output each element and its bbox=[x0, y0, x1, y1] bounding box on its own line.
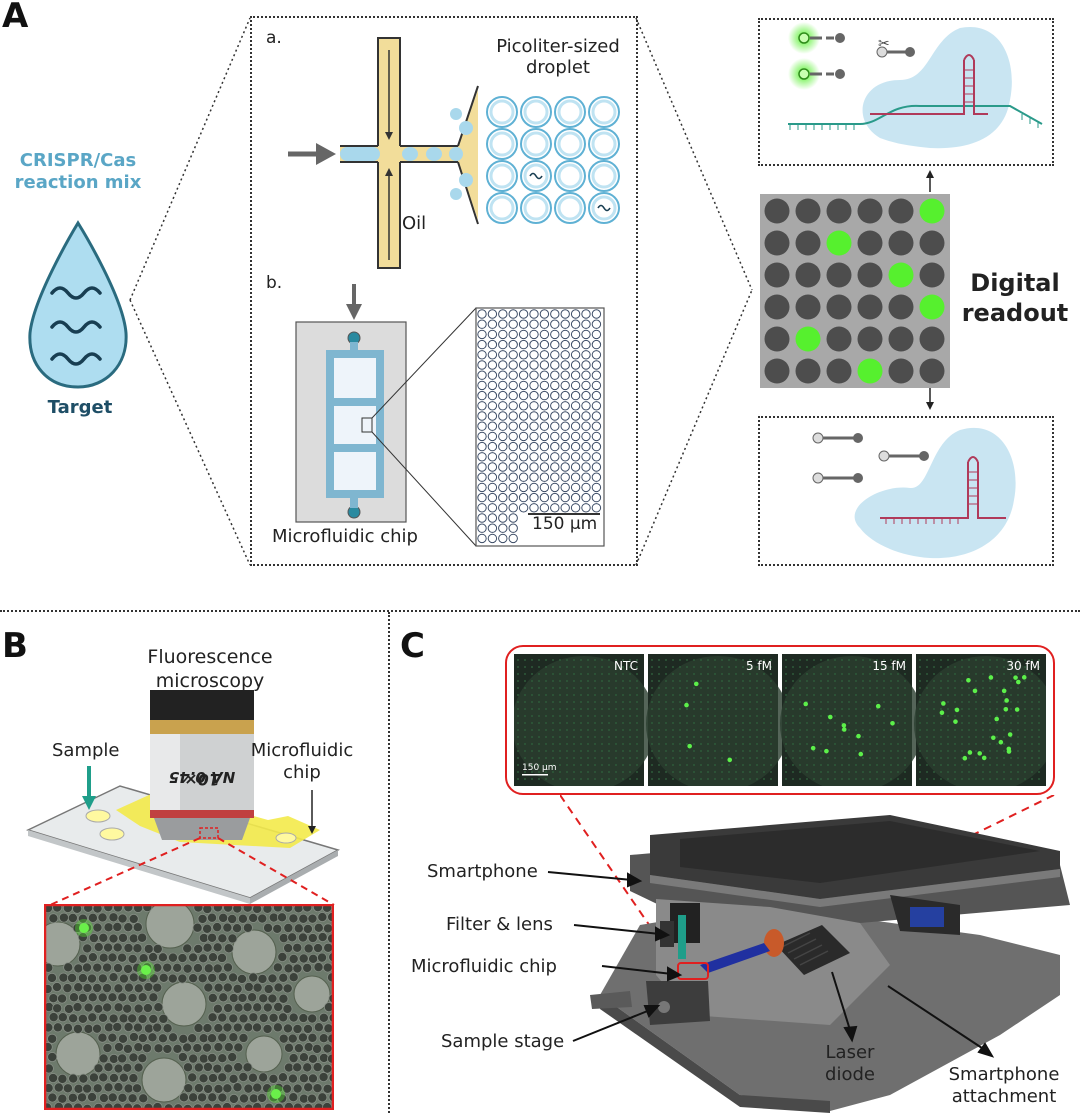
cas-inactive-illustration bbox=[812, 427, 1016, 559]
negative-droplet bbox=[795, 358, 821, 384]
scale-bar bbox=[528, 513, 600, 515]
positive-droplet bbox=[919, 198, 945, 224]
negative-droplet bbox=[888, 294, 914, 320]
panel-c-letter: C bbox=[400, 626, 425, 666]
sample-label: Sample bbox=[52, 740, 120, 761]
microfluidic-chip-label-b: Microfluidic chip bbox=[250, 740, 354, 783]
callout-filter-lens: Filter & lens bbox=[446, 914, 553, 935]
callout-microfluidic-chip: Microfluidic chip bbox=[411, 956, 557, 977]
svg-text:✂: ✂ bbox=[878, 36, 890, 52]
fluorescence-images: NTC 5 fM 15 fM 30 fM 150 µm bbox=[514, 654, 1046, 786]
negative-droplet bbox=[826, 326, 852, 352]
sub-label-b: b. bbox=[266, 273, 283, 293]
scale-bar-label: 150 µm bbox=[528, 514, 602, 534]
positive-droplet bbox=[888, 262, 914, 288]
negative-droplet bbox=[919, 262, 945, 288]
negative-droplet bbox=[764, 358, 790, 384]
negative-droplet bbox=[795, 262, 821, 288]
cleavage-box bbox=[758, 18, 1054, 166]
negative-droplet bbox=[826, 198, 852, 224]
reaction-mix-label: CRISPR/Cas reaction mix bbox=[14, 150, 142, 193]
fluorescence-label: NTC bbox=[614, 659, 638, 673]
negative-droplet bbox=[857, 198, 883, 224]
droplet-generator bbox=[288, 37, 620, 269]
horizontal-separator bbox=[0, 610, 1080, 612]
negative-droplet bbox=[857, 326, 883, 352]
negative-droplet bbox=[764, 230, 790, 256]
microscope-setup: 10× NA 0.45 bbox=[25, 690, 340, 905]
negative-droplet bbox=[888, 230, 914, 256]
negative-droplet bbox=[764, 326, 790, 352]
positive-droplet bbox=[857, 358, 883, 384]
panel-b-letter: B bbox=[2, 626, 28, 666]
negative-droplet bbox=[795, 294, 821, 320]
smartphone-device bbox=[560, 795, 1070, 1113]
readout-arrows bbox=[926, 170, 934, 410]
fluorescence-label: 5 fM bbox=[746, 659, 772, 673]
negative-droplet bbox=[888, 358, 914, 384]
negative-droplet bbox=[919, 326, 945, 352]
positive-droplet bbox=[795, 326, 821, 352]
target-droplet bbox=[28, 220, 128, 389]
negative-droplet bbox=[888, 198, 914, 224]
fluorescence-label: 30 fM bbox=[1006, 659, 1040, 673]
microfluidics-box bbox=[250, 16, 638, 566]
fluorescence-scale-label: 150 µm bbox=[522, 763, 557, 773]
sub-label-a: a. bbox=[266, 28, 282, 48]
chip-label: Microfluidic chip bbox=[272, 526, 418, 547]
negative-droplet bbox=[764, 198, 790, 224]
negative-droplet bbox=[857, 262, 883, 288]
negative-droplet bbox=[764, 294, 790, 320]
negative-droplet bbox=[919, 358, 945, 384]
zoom-lines-left bbox=[129, 17, 753, 566]
negative-droplet bbox=[795, 230, 821, 256]
positive-droplet bbox=[826, 230, 852, 256]
negative-droplet bbox=[826, 262, 852, 288]
fluorescence-microscopy-label: Fluorescence microscopy bbox=[147, 646, 273, 692]
lens-text-2: NA 0.45 bbox=[169, 768, 235, 786]
negative-droplet bbox=[857, 294, 883, 320]
negative-droplet bbox=[857, 230, 883, 256]
target-label: Target bbox=[47, 397, 113, 418]
lens-text-1: 10× bbox=[184, 770, 220, 789]
microfluidic-chip-diagram bbox=[295, 284, 605, 547]
callout-laser-diode: Laser diode bbox=[825, 1042, 875, 1085]
digital-readout-label: Digital readout bbox=[961, 269, 1069, 327]
panel-a-letter: A bbox=[2, 0, 29, 36]
positive-droplet bbox=[919, 294, 945, 320]
callout-smartphone-attachment: Smartphone attachment bbox=[948, 1064, 1060, 1107]
digital-readout-grid bbox=[760, 194, 950, 388]
oil-label: Oil bbox=[402, 213, 427, 234]
cas-cleavage-illustration: ✂ bbox=[788, 22, 1043, 149]
droplet-label: Picoliter-sized droplet bbox=[496, 36, 620, 78]
negative-droplet bbox=[826, 358, 852, 384]
negative-droplet bbox=[764, 262, 790, 288]
negative-droplet bbox=[919, 230, 945, 256]
callout-sample-stage: Sample stage bbox=[441, 1031, 565, 1052]
negative-droplet bbox=[826, 294, 852, 320]
callout-smartphone: Smartphone bbox=[427, 861, 538, 882]
negative-droplet bbox=[795, 198, 821, 224]
fluorescence-label: 15 fM bbox=[872, 659, 906, 673]
no-cleavage-box bbox=[758, 416, 1054, 566]
vertical-separator bbox=[388, 612, 390, 1113]
droplet-micrograph bbox=[44, 904, 334, 1110]
negative-droplet bbox=[888, 326, 914, 352]
